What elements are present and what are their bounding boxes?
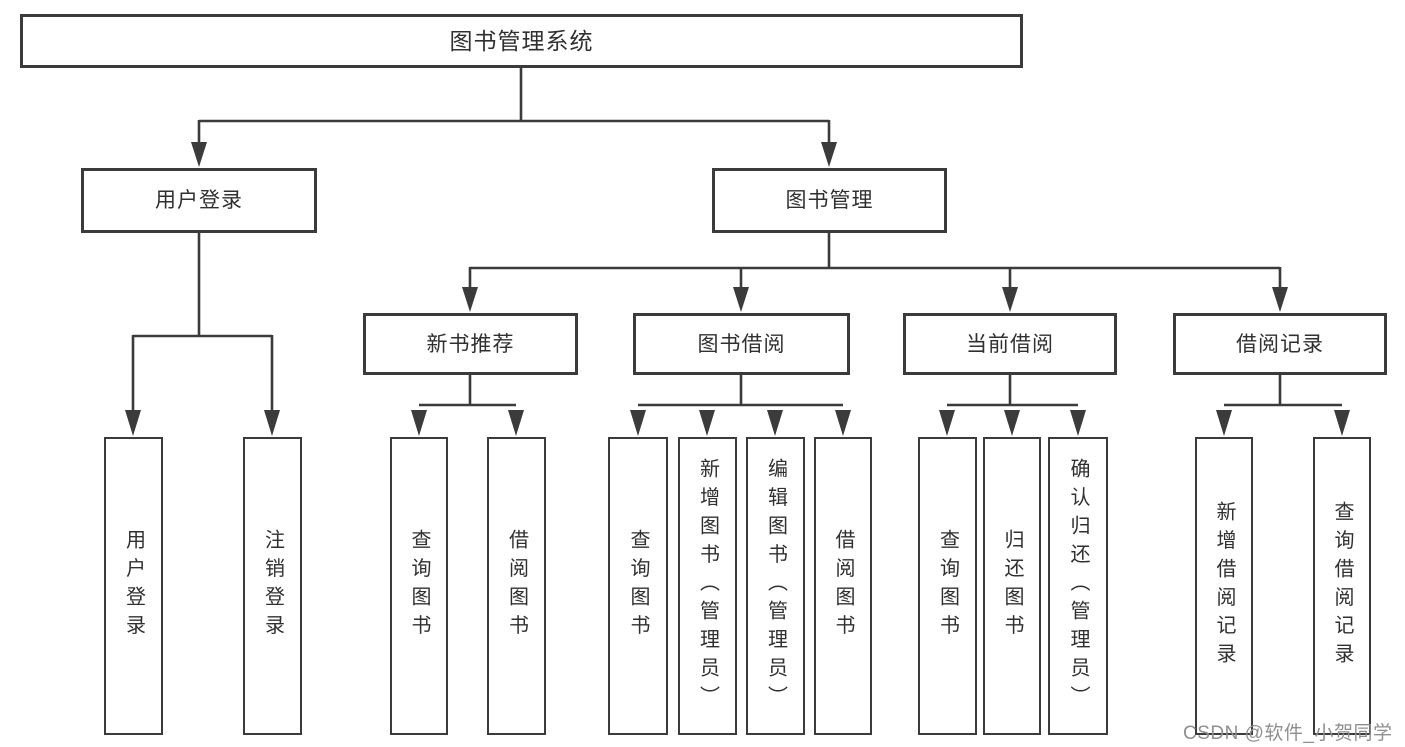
leaf-edit-books-admin: 编辑图书（管理员） <box>746 437 805 735</box>
csdn-watermark: CSDN @软件_小贺同学 <box>1183 723 1393 744</box>
node-new-book-recommendation: 新书推荐 <box>363 313 578 375</box>
node-label: 新增图书（管理员） <box>696 458 719 714</box>
node-label: 借阅图书 <box>505 529 528 643</box>
node-library-management-system: 图书管理系统 <box>20 14 1023 68</box>
node-label: 用户登录 <box>122 529 145 643</box>
node-label: 查询图书 <box>408 529 430 643</box>
node-book-management: 图书管理 <box>712 168 947 233</box>
node-label: 查询图书 <box>627 529 649 643</box>
node-borrowing-records: 借阅记录 <box>1173 313 1387 375</box>
node-label: 当前借阅 <box>966 332 1054 356</box>
node-label: 编辑图书（管理员） <box>764 458 787 714</box>
leaf-query-books-current: 查询图书 <box>918 437 977 735</box>
node-label: 用户登录 <box>155 189 243 212</box>
node-user-login: 用户登录 <box>81 168 317 233</box>
node-current-borrowing: 当前借阅 <box>903 313 1117 375</box>
leaf-logout: 注销登录 <box>243 437 302 735</box>
leaf-query-books-recommend: 查询图书 <box>390 437 448 735</box>
node-label: 归还图书 <box>1001 529 1023 643</box>
leaf-user-login: 用户登录 <box>104 437 163 735</box>
node-label: 借阅记录 <box>1236 332 1324 356</box>
node-label: 图书管理 <box>785 189 874 212</box>
leaf-borrow-books: 借阅图书 <box>814 437 872 735</box>
leaf-add-borrow-record: 新增借阅记录 <box>1195 437 1253 735</box>
node-label: 确认归还（管理员） <box>1067 458 1089 714</box>
leaf-query-borrow-record: 查询借阅记录 <box>1313 437 1371 735</box>
node-label: 查询图书 <box>936 529 959 643</box>
node-label: 新书推荐 <box>426 332 515 356</box>
leaf-borrow-books-recommend: 借阅图书 <box>487 437 546 735</box>
node-book-borrowing: 图书借阅 <box>633 313 850 375</box>
node-label: 注销登录 <box>261 529 284 643</box>
node-label: 借阅图书 <box>832 529 854 643</box>
leaf-add-books-admin: 新增图书（管理员） <box>678 437 737 735</box>
node-label: 新增借阅记录 <box>1213 500 1235 672</box>
leaf-query-books-borrowing: 查询图书 <box>608 437 668 735</box>
leaf-confirm-return-admin: 确认归还（管理员） <box>1048 437 1108 735</box>
node-label: 图书管理系统 <box>449 27 594 54</box>
leaf-return-books: 归还图书 <box>983 437 1041 735</box>
node-label: 图书借阅 <box>697 332 786 356</box>
node-label: 查询借阅记录 <box>1331 500 1353 672</box>
